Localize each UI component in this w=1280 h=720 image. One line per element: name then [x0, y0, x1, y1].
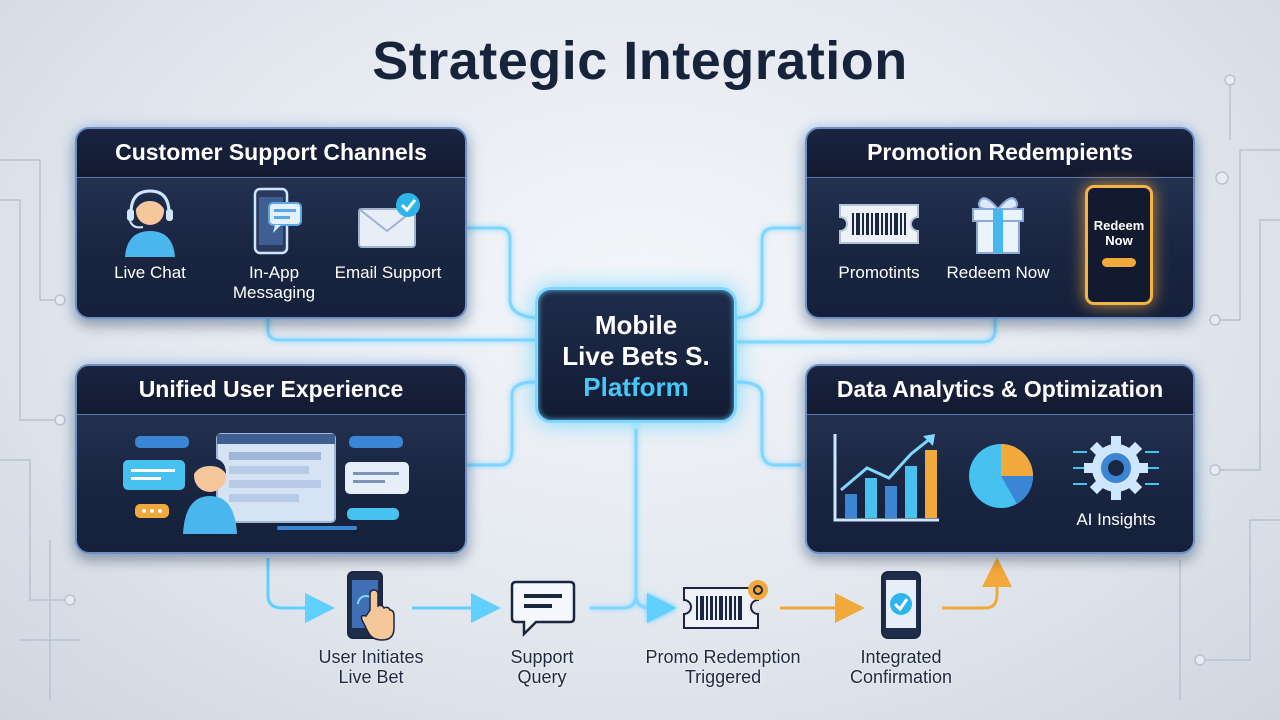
- panel-header: Promotion Redempients: [807, 129, 1193, 178]
- redeem-phone-text-1: Redeem: [1093, 218, 1145, 233]
- platform-center-box[interactable]: Mobile Live Bets S. Platform: [535, 287, 737, 423]
- promotions-label: Promotints: [838, 263, 920, 282]
- page-title: Strategic Integration: [372, 31, 908, 91]
- flow-label-line: Query: [517, 667, 567, 687]
- phone-check-icon: [881, 571, 921, 639]
- promo-ticket-icon: [683, 580, 768, 629]
- redeem-phone-button[interactable]: [1102, 258, 1136, 267]
- redeem-phone[interactable]: Redeem Now: [1085, 185, 1153, 305]
- redeem-now-label: Redeem Now: [946, 263, 1050, 282]
- pie-chart-icon: [969, 444, 1034, 508]
- flow-label-line: Confirmation: [849, 667, 953, 687]
- promotion-panel: Promotion Redempients Promotints Redeem …: [805, 127, 1195, 319]
- barcode-ticket-icon: [839, 204, 919, 244]
- headset-agent-icon: [125, 189, 175, 257]
- flow-label-support-query: Support Query: [482, 647, 602, 687]
- flow-label-line: Promo Redemption: [645, 647, 801, 667]
- flow-arrow-4: [942, 557, 1012, 610]
- connector-promo-bottom: [737, 315, 997, 344]
- live-chat-item[interactable]: Live Chat: [95, 187, 205, 283]
- gift-box-icon: [972, 197, 1024, 254]
- envelope-check-icon: [358, 193, 420, 248]
- flow-label-line: User Initiates: [318, 647, 424, 667]
- connector-analytics: [736, 380, 805, 467]
- messaging-label: Messaging: [232, 283, 316, 302]
- panel-header: Customer Support Channels: [77, 129, 465, 178]
- platform-line-1: Mobile: [594, 310, 678, 340]
- connector-center-down: [590, 425, 638, 610]
- platform-line-3: Platform: [583, 372, 689, 402]
- flow-label-promo-redemption: Promo Redemption Triggered: [630, 647, 816, 687]
- panel-header: Data Analytics & Optimization: [807, 366, 1193, 415]
- ai-insights-label: AI Insights: [1076, 510, 1156, 529]
- email-support-label: Email Support: [334, 263, 442, 282]
- customer-support-panel: Customer Support Channels Live Chat In-A…: [75, 127, 467, 319]
- ai-insights-item[interactable]: AI Insights: [1055, 432, 1177, 530]
- flow-label-line: Triggered: [684, 667, 762, 687]
- platform-line-2: Live Bets S.: [562, 341, 710, 371]
- phone-tap-icon: [347, 571, 395, 641]
- redeem-now-item[interactable]: Redeem Now: [937, 189, 1059, 283]
- flow-label-user-initiates: User Initiates Live Bet: [300, 647, 442, 687]
- bar-growth-chart-icon: [833, 434, 939, 522]
- connector-support: [463, 226, 536, 320]
- panel-header: Unified User Experience: [77, 366, 465, 415]
- email-support-item[interactable]: Email Support: [327, 187, 449, 283]
- connector-promo: [736, 226, 805, 320]
- speech-bubble-icon: [510, 580, 576, 638]
- user-screen-chat-icon: [123, 433, 409, 534]
- ai-gear-icon: [1073, 436, 1159, 500]
- analytics-panel: Data Analytics & Optimization: [805, 364, 1195, 554]
- flow-arrow-1: [266, 558, 335, 623]
- promotions-item[interactable]: Promotints: [821, 191, 937, 283]
- phone-message-icon: [253, 187, 302, 255]
- connector-unified: [463, 380, 536, 467]
- flow-label-integrated-confirmation: Integrated Confirmation: [834, 647, 968, 687]
- connector-center-right: [634, 593, 677, 623]
- unified-experience-panel: Unified User Experience: [75, 364, 467, 554]
- redeem-phone-text-2: Now: [1105, 233, 1133, 248]
- in-app-label: In-App: [248, 263, 300, 282]
- flow-label-line: Support: [510, 647, 574, 667]
- live-chat-label: Live Chat: [114, 263, 186, 282]
- in-app-messaging-item[interactable]: In-App Messaging: [219, 187, 329, 303]
- connector-support-bottom: [266, 315, 535, 342]
- flow-label-line: Integrated: [860, 647, 942, 667]
- flow-label-line: Live Bet: [338, 667, 404, 687]
